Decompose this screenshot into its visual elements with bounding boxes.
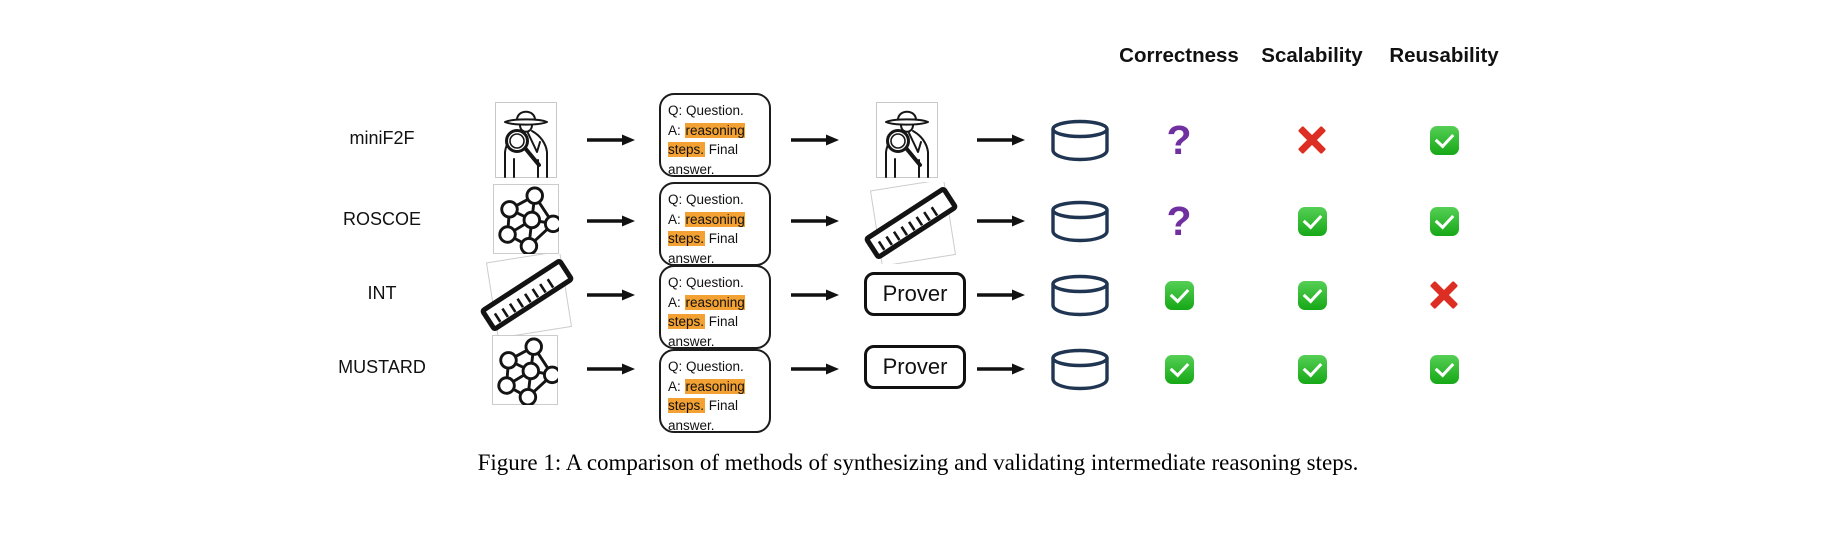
qa-text-box: Q: Question.A: reasoning steps. Final an… xyxy=(659,93,771,177)
arrow-icon xyxy=(976,133,1026,147)
qa-question-line: Q: Question. xyxy=(668,275,744,290)
detective-icon xyxy=(495,102,557,178)
column-header-correctness: Correctness xyxy=(1119,44,1239,67)
status-check-icon xyxy=(1290,349,1334,389)
status-check-icon xyxy=(1157,275,1201,315)
qa-question-line: Q: Question. xyxy=(668,359,744,374)
status-check-icon xyxy=(1290,275,1334,315)
arrow-icon xyxy=(586,288,636,302)
detective-icon xyxy=(876,102,938,178)
qa-answer-prefix: A: xyxy=(668,211,685,227)
qa-answer-prefix: A: xyxy=(668,122,685,138)
qa-text-box: Q: Question.A: reasoning steps. Final an… xyxy=(659,349,771,433)
qa-answer-suffix: Final answer. xyxy=(668,398,739,433)
neural-net-icon xyxy=(493,184,559,254)
arrow-icon xyxy=(790,288,840,302)
prover-box: Prover xyxy=(864,345,966,389)
status-question-icon: ? xyxy=(1166,197,1192,244)
status-question-icon: ? xyxy=(1166,116,1192,163)
row-label: INT xyxy=(367,283,397,303)
neural-net-icon xyxy=(492,335,558,405)
figure-caption: Figure 1: A comparison of methods of syn… xyxy=(477,450,1359,475)
status-cross-icon xyxy=(1422,275,1466,315)
qa-answer-prefix: A: xyxy=(668,378,685,394)
database-icon xyxy=(1048,198,1112,244)
column-header-scalability: Scalability xyxy=(1261,44,1363,67)
arrow-icon xyxy=(976,362,1026,376)
status-check-icon xyxy=(1422,349,1466,389)
qa-text-box: Q: Question.A: reasoning steps. Final an… xyxy=(659,265,771,349)
arrow-icon xyxy=(790,214,840,228)
row-label: miniF2F xyxy=(349,128,415,148)
status-cross-icon xyxy=(1290,120,1334,160)
row-label: ROSCOE xyxy=(342,209,421,229)
arrow-icon xyxy=(586,133,636,147)
status-check-icon xyxy=(1157,349,1201,389)
arrow-icon xyxy=(586,214,636,228)
status-check-icon xyxy=(1422,120,1466,160)
ruler-icon xyxy=(472,254,582,336)
arrow-icon xyxy=(586,362,636,376)
column-header-reusability: Reusability xyxy=(1389,44,1499,67)
database-icon xyxy=(1048,272,1112,318)
qa-answer-suffix: Final answer. xyxy=(668,231,739,266)
qa-question-line: Q: Question. xyxy=(668,103,744,118)
status-check-icon xyxy=(1422,201,1466,241)
qa-answer-prefix: A: xyxy=(668,294,685,310)
arrow-icon xyxy=(790,362,840,376)
arrow-icon xyxy=(976,288,1026,302)
qa-answer-suffix: Final answer. xyxy=(668,142,739,177)
arrow-icon xyxy=(976,214,1026,228)
qa-answer-suffix: Final answer. xyxy=(668,314,739,349)
database-icon xyxy=(1048,346,1112,392)
qa-text-box: Q: Question.A: reasoning steps. Final an… xyxy=(659,182,771,266)
database-icon xyxy=(1048,117,1112,163)
prover-box: Prover xyxy=(864,272,966,316)
row-label: MUSTARD xyxy=(338,357,426,377)
qa-question-line: Q: Question. xyxy=(668,192,744,207)
ruler-icon xyxy=(856,182,966,264)
arrow-icon xyxy=(790,133,840,147)
status-check-icon xyxy=(1290,201,1334,241)
